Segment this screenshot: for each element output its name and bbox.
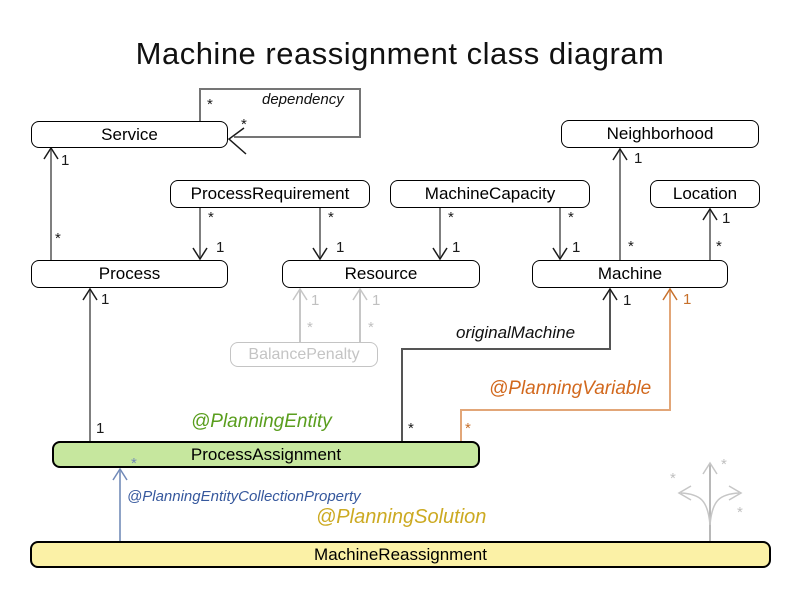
class-box-process-assignment: ProcessAssignment — [52, 441, 480, 468]
planning-entity-collection-property-annotation: @PlanningEntityCollectionProperty — [127, 488, 361, 505]
class-box-service: Service — [31, 121, 228, 148]
multiplicity-label: * — [448, 209, 454, 226]
faded-up-arrowhead-icon — [702, 461, 718, 475]
faded-up-arrowhead-icon — [292, 287, 308, 301]
multiplicity-label: 1 — [101, 291, 110, 308]
multiplicity-label: 1 — [623, 292, 632, 309]
multiplicity-label: 1 — [634, 150, 643, 167]
down-arrowhead-icon — [432, 247, 448, 261]
multiplicity-label: 1 — [61, 152, 70, 169]
multiplicity-label: 1 — [311, 292, 320, 309]
multiplicity-label: * — [131, 455, 137, 472]
multiplicity-label: * — [465, 420, 471, 437]
multiplicity-label: * — [716, 238, 722, 255]
diagram-title: Machine reassignment class diagram — [135, 36, 665, 71]
up-arrowhead-icon — [702, 207, 718, 221]
class-box-machine: Machine — [532, 260, 728, 288]
mr-faded-left-branch — [680, 492, 711, 526]
original-machine-label: originalMachine — [456, 323, 576, 342]
multiplicity-label: * — [721, 456, 727, 473]
mr-faded-right-branch — [709, 492, 740, 526]
multiplicity-label: * — [628, 238, 634, 255]
orange-up-arrowhead-icon — [662, 287, 678, 301]
class-box-resource: Resource — [282, 260, 480, 288]
multiplicity-label: * — [737, 504, 743, 521]
faded-up-arrowhead-icon — [352, 287, 368, 301]
multiplicity-label: * — [328, 209, 334, 226]
multiplicity-label: 1 — [336, 239, 345, 256]
up-arrowhead-icon — [612, 147, 628, 161]
up-arrowhead-icon — [82, 287, 98, 301]
multiplicity-label: 1 — [452, 239, 461, 256]
dependency-label: dependency — [262, 91, 344, 108]
up-arrowhead-icon — [43, 146, 59, 160]
class-box-process-requirement: ProcessRequirement — [170, 180, 370, 208]
multiplicity-label: * — [55, 230, 61, 247]
multiplicity-label: 1 — [572, 239, 581, 256]
faded-left-arrowhead-icon — [677, 485, 692, 501]
multiplicity-label: * — [568, 209, 574, 226]
down-arrowhead-icon — [312, 247, 328, 261]
down-arrowhead-icon — [192, 247, 208, 261]
multiplicity-label: * — [408, 420, 414, 437]
multiplicity-label: * — [307, 319, 313, 336]
multiplicity-label: * — [368, 319, 374, 336]
planning-variable-line — [460, 289, 671, 441]
multiplicity-label: * — [207, 96, 213, 113]
class-box-machine-capacity: MachineCapacity — [390, 180, 590, 208]
multiplicity-label: 1 — [683, 291, 692, 308]
class-box-machine-reassignment: MachineReassignment — [30, 541, 771, 568]
class-box-balance-penalty: BalancePenalty — [230, 342, 378, 367]
planning-entity-annotation: @PlanningEntity — [191, 411, 332, 432]
multiplicity-label: 1 — [372, 292, 381, 309]
multiplicity-label: * — [208, 209, 214, 226]
original-machine-line — [401, 289, 611, 441]
multiplicity-label: 1 — [722, 210, 731, 227]
class-box-location: Location — [650, 180, 760, 208]
planning-solution-annotation: @PlanningSolution — [316, 506, 487, 528]
multiplicity-label: 1 — [96, 420, 105, 437]
class-box-process: Process — [31, 260, 228, 288]
down-arrowhead-icon — [552, 247, 568, 261]
up-arrowhead-icon — [602, 287, 618, 301]
multiplicity-label: 1 — [216, 239, 225, 256]
faded-right-arrowhead-icon — [728, 485, 743, 501]
multiplicity-label: * — [670, 470, 676, 487]
planning-variable-annotation: @PlanningVariable — [489, 378, 652, 399]
multiplicity-label: * — [241, 116, 247, 133]
blue-up-arrowhead-icon — [112, 467, 128, 481]
class-box-neighborhood: Neighborhood — [561, 120, 759, 148]
